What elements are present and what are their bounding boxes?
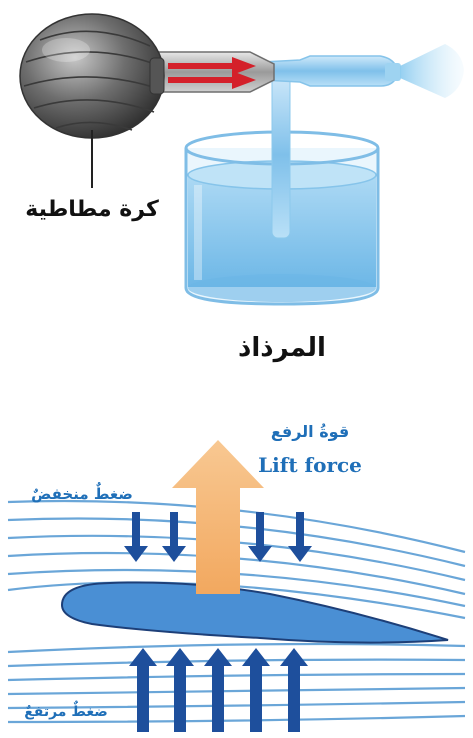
bulb-nozzle	[149, 51, 275, 93]
atomizer-figure: كرة مطاطية المرذاذ	[19, 13, 464, 363]
lift-label-arabic: قوةُ الرفع	[271, 422, 349, 441]
lift-label-english: Lift force	[258, 453, 362, 477]
spray-plume	[400, 44, 464, 98]
up-arrow	[242, 648, 270, 732]
spray-head	[261, 55, 401, 87]
airfoil-wing	[60, 581, 449, 644]
vertical-tube	[271, 71, 291, 239]
down-arrow	[248, 512, 272, 562]
low-pressure-label: ضغطٌ منخفضٌ	[31, 483, 133, 503]
up-arrow	[280, 648, 308, 732]
glass-container	[184, 130, 380, 306]
up-arrow	[129, 648, 157, 732]
air-flow-arrows	[168, 57, 256, 89]
high-pressure-arrows	[129, 648, 308, 732]
up-arrow	[204, 648, 232, 732]
bulb-label: كرة مطاطية	[25, 197, 159, 222]
up-arrow	[166, 648, 194, 732]
low-pressure-arrows	[124, 512, 312, 562]
lift-force-arrow	[172, 440, 264, 594]
down-arrow	[124, 512, 148, 562]
down-arrow	[288, 512, 312, 562]
device-label: المرذاذ	[238, 333, 326, 363]
airfoil-figure: قوةُ الرفع Lift force ضغطٌ منخفضٌ ضغطٌ م…	[7, 422, 466, 732]
high-pressure-label: ضغطٌ مرتفعٌ	[24, 701, 108, 720]
down-arrow	[162, 512, 186, 562]
rubber-bulb	[19, 13, 165, 139]
